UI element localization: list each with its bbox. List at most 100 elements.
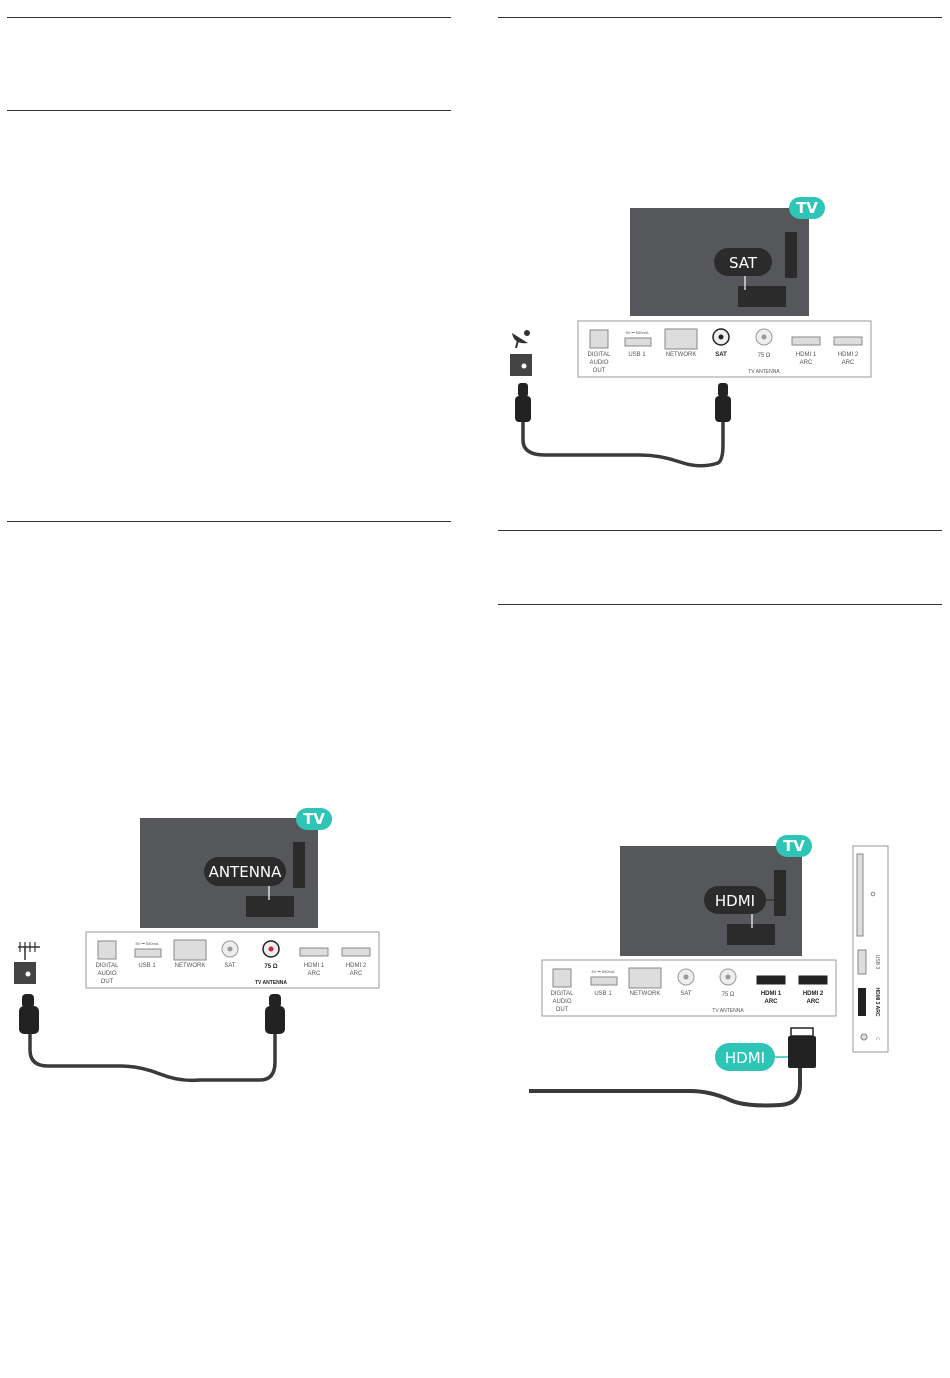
hdmi-callout-label: HDMI xyxy=(715,892,755,910)
port-label-digital: DIGITAL xyxy=(551,991,575,997)
headphone-port xyxy=(860,1033,868,1041)
headphone-symbol: ∩ xyxy=(876,1036,880,1042)
port-label-hdmi2-arc: ARC xyxy=(842,360,855,366)
divider-right-3 xyxy=(498,604,942,605)
port-label-usb: USB 1 xyxy=(138,963,156,969)
port-label-digital: DIGITAL xyxy=(588,352,612,358)
port-panel xyxy=(85,931,380,989)
port-label-hdmi1: HDMI 1 xyxy=(304,963,325,969)
port-label-sat: SAT xyxy=(224,963,236,969)
port-label-tv-antenna: TV ANTENNA xyxy=(748,369,780,375)
sat-port-pin xyxy=(227,946,233,952)
satellite-connection-figure: SAT TV DIGITAL AUDIO OUT 5V ⎓ 500mA USB … xyxy=(510,197,872,468)
tv-badge-label: TV xyxy=(783,837,805,855)
port-label-tv-antenna: TV ANTENNA xyxy=(712,1008,744,1014)
wall-socket-icon xyxy=(14,962,36,984)
hdmi2-port xyxy=(833,336,863,346)
divider-left-2 xyxy=(7,110,451,111)
port-label-network: NETWORK xyxy=(175,963,206,969)
port-label-out: OUT xyxy=(101,979,114,985)
side-indicator xyxy=(870,891,876,897)
antenna-cable xyxy=(28,1030,277,1083)
divider-left-1 xyxy=(7,17,451,18)
satellite-dish-icon xyxy=(512,330,530,349)
card-slot xyxy=(856,853,864,937)
cable-plug-right xyxy=(715,383,731,422)
tv-stand-bar xyxy=(785,232,797,278)
port-label-network: NETWORK xyxy=(630,991,661,997)
antenna-port-pin xyxy=(725,974,731,980)
sat-port-pin xyxy=(683,974,689,980)
port-label-tv-antenna: TV ANTENNA xyxy=(255,980,287,986)
hdmi-connection-figure: HDMI TV DIGITAL AUDIO OUT 5V ⎓ 500mA USB… xyxy=(529,835,889,1108)
port-label-sat: SAT xyxy=(680,991,692,997)
usb-rating-label: 5V ⎓ 500mA xyxy=(592,969,615,974)
port-label-hdmi2-arc: ARC xyxy=(350,971,363,977)
hdmi-cable-callout xyxy=(715,1043,775,1071)
tv-badge-label: TV xyxy=(796,199,818,217)
hdmi2-port xyxy=(798,975,828,985)
side-usb-label: USB 3 xyxy=(874,955,880,970)
side-usb-port xyxy=(857,949,867,975)
port-label-hdmi2: HDMI 2 xyxy=(803,991,824,997)
sat-callout xyxy=(714,248,772,276)
tv-badge-label: TV xyxy=(303,810,325,828)
port-label-audio: AUDIO xyxy=(589,360,608,366)
port-label-ohm: 75 Ω xyxy=(722,992,735,998)
hdmi1-port xyxy=(299,947,329,957)
hdmi-cable xyxy=(529,1068,802,1108)
port-label-hdmi1: HDMI 1 xyxy=(796,352,817,358)
divider-right-2 xyxy=(498,530,942,531)
hdmi-cable-callout-label: HDMI xyxy=(725,1049,765,1067)
port-label-sat: SAT xyxy=(715,352,727,358)
usb-port xyxy=(590,976,618,986)
divider-right-1 xyxy=(498,17,942,18)
port-label-usb: USB 1 xyxy=(594,991,612,997)
tv-stand-bar xyxy=(293,842,305,888)
hdmi-plug-tip xyxy=(790,1027,814,1037)
antenna-callout xyxy=(204,857,286,886)
tv-badge xyxy=(776,835,812,857)
port-label-hdmi2-arc: ARC xyxy=(807,999,821,1005)
port-label-audio: AUDIO xyxy=(97,971,116,977)
wall-socket-icon xyxy=(510,354,532,376)
antenna-icon xyxy=(18,942,40,960)
hdmi-plug-body xyxy=(788,1036,816,1068)
cable-plug-right xyxy=(265,994,285,1034)
port-panel xyxy=(541,959,837,1017)
port-label-audio: AUDIO xyxy=(552,999,571,1005)
port-label-usb: USB 1 xyxy=(628,352,646,358)
hdmi1-port xyxy=(756,975,786,985)
usb-rating-label: 5V ⎓ 500mA xyxy=(136,941,159,946)
hdmi1-port xyxy=(791,336,821,346)
antenna-port-pin xyxy=(761,334,767,340)
side-hdmi-port xyxy=(858,988,866,1016)
tv-connector-block xyxy=(246,896,294,917)
port-label-hdmi2: HDMI 2 xyxy=(838,352,859,358)
usb-port xyxy=(624,337,652,347)
port-label-hdmi1: HDMI 1 xyxy=(761,991,782,997)
tv-connector-block xyxy=(738,286,786,307)
port-label-digital: DIGITAL xyxy=(96,963,120,969)
sat-callout-label: SAT xyxy=(729,254,758,272)
network-port xyxy=(664,328,698,350)
antenna-port-pin xyxy=(268,946,274,952)
port-label-out: OUT xyxy=(593,368,606,374)
port-label-hdmi1-arc: ARC xyxy=(308,971,321,977)
sat-port-pin xyxy=(718,334,724,340)
tv-connector-block xyxy=(727,924,775,945)
cable-plug-left xyxy=(19,994,39,1034)
tv-badge xyxy=(296,808,332,830)
network-port xyxy=(628,967,662,989)
digital-audio-port xyxy=(589,329,609,349)
port-label-out: OUT xyxy=(556,1007,569,1013)
port-label-hdmi1-arc: ARC xyxy=(765,999,779,1005)
divider-left-3 xyxy=(7,521,451,522)
network-port xyxy=(173,939,207,961)
tv-badge xyxy=(789,197,825,219)
cable-plug-left xyxy=(515,383,531,422)
usb-rating-label: 5V ⎓ 500mA xyxy=(626,330,649,335)
side-hdmi-label: HDMI 3 ARC xyxy=(874,988,880,1017)
digital-audio-port xyxy=(552,968,572,988)
